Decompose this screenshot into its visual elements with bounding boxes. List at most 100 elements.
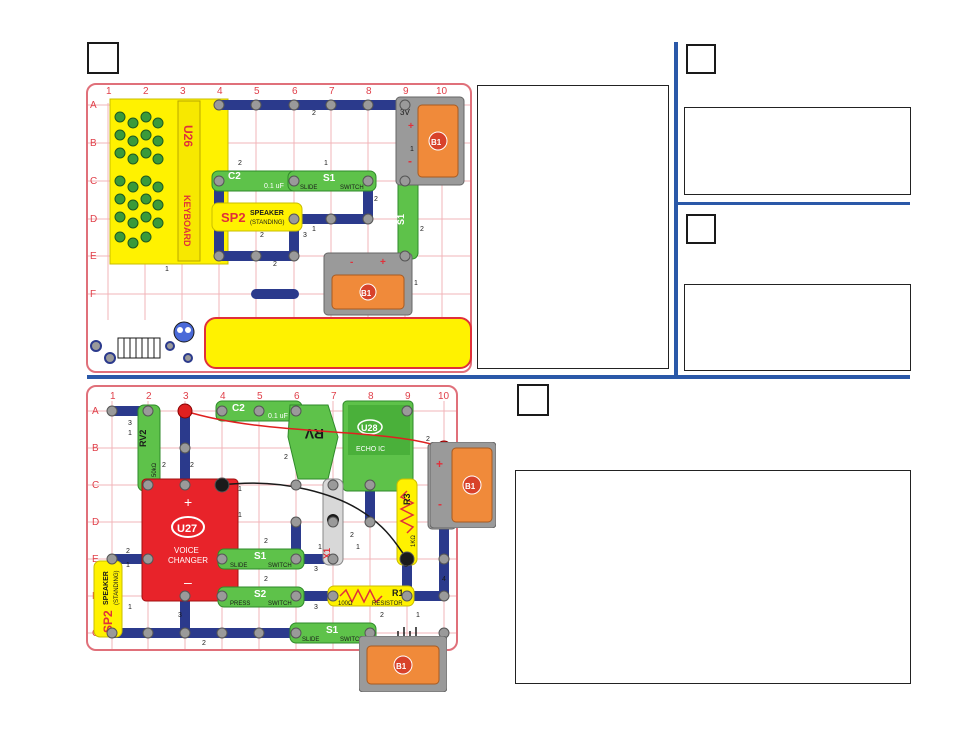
circuit-diagram-top: 1 2 3 4 5 6 7 8 9 10 A B C D E F [88, 86, 470, 320]
col-label: 1 [110, 391, 116, 402]
col-label: 10 [436, 86, 448, 97]
row-label: D [92, 517, 99, 528]
rv2-value-label: 50kΩ [152, 462, 158, 477]
b1-volt-label: 3V [400, 108, 410, 117]
b1-right-minus-label: - [438, 497, 442, 511]
row-label: E [92, 554, 99, 565]
s1-slide-switch: S1 SLIDE SWITCH [287, 170, 377, 192]
row-label: B [90, 138, 97, 149]
col-label: 9 [405, 391, 411, 402]
x1-id-label: X1 [322, 548, 332, 559]
s1-slide-switch-vertical: S1 [396, 174, 419, 260]
circuit-diagram-bottom: 1 2 3 4 5 6 7 8 9 10 A B C D E F G [88, 391, 456, 649]
col-label: 8 [366, 86, 372, 97]
col-label: 2 [143, 86, 149, 97]
instruction-text-box-3 [684, 284, 911, 371]
s1b-switch-label: SWITCH [340, 637, 364, 643]
horizontal-divider-main [87, 375, 910, 379]
s1-name-label: SLIDE [300, 185, 317, 191]
c2-value-label: 0.1 uF [264, 183, 284, 190]
b1-id-label: B1 [431, 138, 442, 147]
u26-id-label: U26 [181, 125, 195, 147]
sp2-sub-label: (STANDING) [250, 220, 285, 226]
circuit-board-top: 1 2 3 4 5 6 7 8 9 10 A B C D E F [86, 83, 472, 373]
step-number-box-4 [517, 384, 549, 416]
battery-holder-right: B1 + - [429, 441, 497, 529]
col-label: 3 [183, 391, 189, 402]
c2-id-label: C2 [232, 403, 245, 414]
snap-level-number: 3 [128, 420, 132, 427]
sp2-sub-label: (STANDING) [114, 570, 120, 605]
sp2-id-label: SP2 [221, 210, 246, 225]
u27-plus-label: + [184, 494, 192, 510]
col-label: 10 [438, 391, 450, 402]
s2-name-label: PRESS [230, 601, 250, 607]
r1-value-label: 100Ω [338, 601, 353, 607]
snap-level-number: 1 [356, 544, 360, 551]
c2-value-label: 0.1 uF [268, 413, 288, 420]
snap-level-number: 3 [314, 566, 318, 573]
instruction-text-box-1 [477, 85, 669, 369]
snap-level-number: 3 [303, 232, 307, 239]
s1-switch-label: SWITCH [268, 563, 292, 569]
snap-level-number: 2 [162, 462, 166, 469]
s1-name-label: SLIDE [230, 563, 247, 569]
snap-level-number: 3 [178, 612, 182, 619]
col-label: 5 [257, 391, 263, 402]
col-label: 6 [292, 86, 298, 97]
s1-slide-switch-bottom: S1 SLIDE SWITCH [289, 622, 377, 644]
u28-name-label: ECHO IC [356, 446, 385, 453]
s1-id-label: S1 [254, 551, 267, 562]
row-label: C [90, 176, 97, 187]
snap-level-number: 2 [126, 548, 130, 555]
b1-battery-holder-horizontal: B1 - + [323, 252, 413, 316]
snap-level-number: 1 [128, 430, 132, 437]
c2-capacitor: C2 0.1 uF [211, 170, 301, 192]
col-label: 2 [146, 391, 152, 402]
instruction-text-box-2 [684, 107, 911, 195]
col-label: 7 [331, 391, 337, 402]
s1-switch-label: SWITCH [340, 185, 364, 191]
snap-level-number: 1 [318, 544, 322, 551]
snap-level-number: 1 [126, 562, 130, 569]
snap-level-number: 2 [260, 232, 264, 239]
s2-id-label: S2 [254, 589, 267, 600]
snap-level-number: 1 [416, 612, 420, 619]
r3-value-label: 1KΩ [411, 535, 417, 547]
col-label: 9 [403, 86, 409, 97]
snap-level-number: 2 [190, 462, 194, 469]
u26-keyboard: U26 KEYBOARD [109, 98, 229, 265]
b1-battery-holder: B1 3V + - [395, 96, 465, 186]
snap-level-number: 2 [420, 226, 424, 233]
step-number-box-1 [87, 42, 119, 74]
col-label: 5 [254, 86, 260, 97]
row-label: A [92, 406, 99, 417]
u26-name-label: KEYBOARD [182, 195, 192, 247]
col-label: 6 [294, 391, 300, 402]
sp2-name-label: SPEAKER [250, 210, 284, 217]
r1-resistor: R1 100Ω RESISTOR [327, 585, 415, 607]
b1-plus-label: + [408, 121, 414, 132]
snap-level-number: 2 [312, 110, 316, 117]
col-label: 1 [106, 86, 112, 97]
s1v-id-label: S1 [396, 214, 406, 225]
snap-level-number: 2 [374, 196, 378, 203]
horizontal-divider-right [678, 202, 910, 205]
snap-level-number: 1 [128, 604, 132, 611]
s1b-name-label: SLIDE [302, 637, 319, 643]
sp2-speaker: SP2 SPEAKER (STANDING) [93, 560, 123, 638]
s2-press-switch: S2 PRESS SWITCH [217, 586, 305, 608]
snap-level-number: 1 [414, 280, 418, 287]
snap-level-number: 1 [165, 266, 169, 273]
b1h-plus-label: + [380, 257, 386, 268]
u27-id-label: U27 [177, 523, 197, 535]
u27-name-2-label: CHANGER [168, 556, 208, 565]
row-label: B [92, 443, 99, 454]
row-label: A [90, 100, 97, 111]
b1-right-id-label: B1 [465, 482, 476, 491]
u27-voice-changer: U27 VOICE CHANGER + – [141, 478, 239, 602]
row-label: E [90, 251, 97, 262]
sp2-speaker: SP2 SPEAKER (STANDING) [211, 202, 303, 232]
r3-resistor: R3 1KΩ [396, 478, 418, 566]
b1h-id-label: B1 [361, 289, 372, 298]
